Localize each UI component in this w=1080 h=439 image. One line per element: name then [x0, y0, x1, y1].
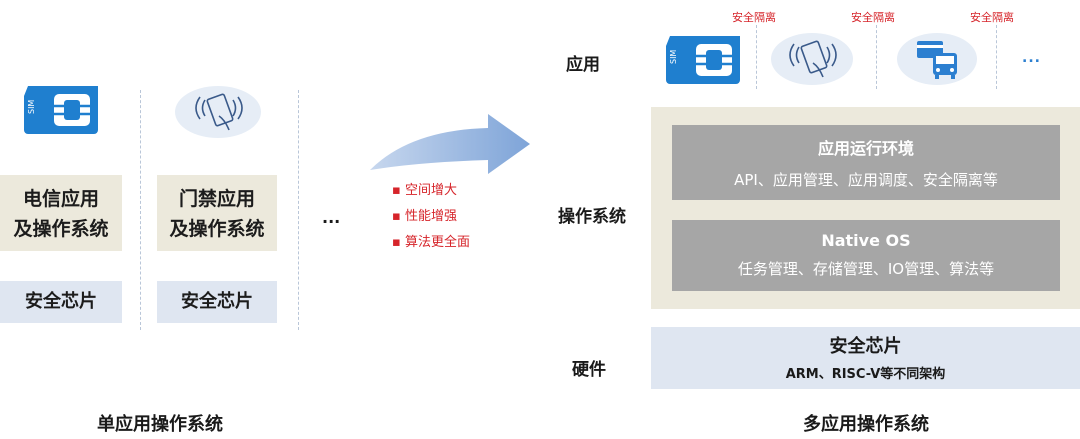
transition-arrow	[370, 112, 532, 192]
dashed-separator	[298, 90, 299, 330]
security-chip-box: 安全芯片	[0, 281, 122, 323]
left-ellipsis: ...	[322, 208, 341, 227]
isolation-separator	[756, 25, 757, 89]
bullet-item: ▪ 性能增强	[392, 209, 457, 224]
transit-card-icon	[897, 33, 977, 85]
right-ellipsis: ...	[1022, 50, 1041, 66]
access-app-box: 门禁应用 及操作系统	[157, 175, 277, 251]
bullet-text: 性能增强	[404, 209, 457, 224]
security-chip-box: 安全芯片	[157, 281, 277, 323]
chip-title: 安全芯片	[829, 336, 902, 357]
app-line-2: 及操作系统	[169, 218, 265, 240]
native-title: Native OS	[821, 231, 911, 250]
bullet-text: 空间增大	[404, 183, 457, 198]
runtime-title: 应用运行环境	[817, 139, 914, 158]
isolation-separator	[996, 25, 997, 89]
nfc-card-icon	[771, 33, 853, 85]
runtime-desc: API、应用管理、应用调度、安全隔离等	[734, 171, 998, 189]
app-line-1: 电信应用	[22, 188, 99, 210]
chip-label: 安全芯片	[181, 291, 253, 312]
sim-card-icon: SIM	[666, 36, 740, 84]
isolation-label: 安全隔离	[732, 11, 776, 24]
bullet-text: 算法更全面	[404, 235, 470, 250]
hardware-chip-box: 安全芯片 ARM、RISC-V等不同架构	[651, 327, 1080, 389]
isolation-label: 安全隔离	[970, 11, 1014, 24]
improvement-list: ▪ 空间增大 ▪ 性能增强 ▪ 算法更全面	[392, 178, 470, 256]
isolation-separator	[876, 25, 877, 89]
left-caption: 单应用操作系统	[97, 414, 223, 435]
bullet-item: ▪ 算法更全面	[392, 235, 470, 250]
isolation-label: 安全隔离	[851, 11, 895, 24]
sim-label: SIM	[27, 99, 36, 114]
row-label-app: 应用	[566, 55, 600, 75]
chip-desc: ARM、RISC-V等不同架构	[785, 367, 946, 382]
app-line-2: 及操作系统	[13, 218, 109, 240]
native-os-box: Native OS 任务管理、存储管理、IO管理、算法等	[672, 220, 1060, 291]
runtime-env-box: 应用运行环境 API、应用管理、应用调度、安全隔离等	[672, 125, 1060, 200]
row-label-hw: 硬件	[572, 360, 606, 380]
dashed-separator	[140, 90, 141, 330]
right-caption: 多应用操作系统	[803, 414, 929, 435]
row-label-os: 操作系统	[558, 207, 626, 227]
bullet-item: ▪ 空间增大	[392, 183, 457, 198]
telecom-app-box: 电信应用 及操作系统	[0, 175, 122, 251]
chip-label: 安全芯片	[25, 291, 97, 312]
nfc-card-icon	[175, 86, 261, 138]
app-line-1: 门禁应用	[178, 188, 255, 210]
sim-card-icon: SIM	[24, 86, 98, 134]
native-desc: 任务管理、存储管理、IO管理、算法等	[737, 260, 995, 278]
sim-label: SIM	[669, 49, 678, 64]
